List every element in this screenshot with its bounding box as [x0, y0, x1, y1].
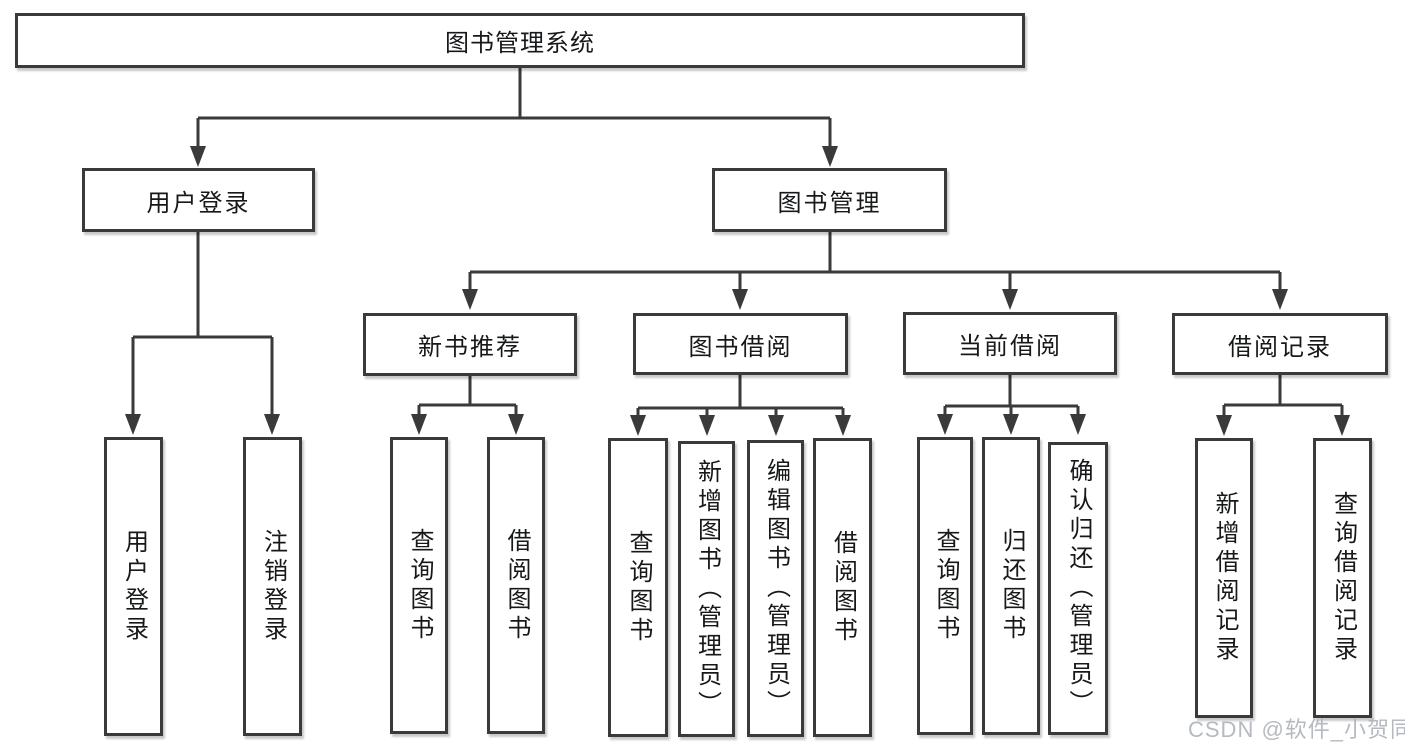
leaf-query-books-newbook: 查询图书 — [390, 437, 448, 734]
leaf-add-borrow-record: 新增借阅记录 — [1195, 438, 1253, 718]
leaf-edit-book-admin: 编辑图书（管理员） — [747, 440, 804, 737]
leaf-logout-login: 注销登录 — [243, 437, 302, 736]
node-user-login: 用户登录 — [82, 168, 315, 232]
arrowheads — [125, 146, 1350, 436]
leaf-query-books-current: 查询图书 — [917, 437, 973, 735]
leaf-query-books-borrow: 查询图书 — [608, 438, 668, 737]
node-library-system: 图书管理系统 — [15, 13, 1025, 68]
watermark: CSDN @软件_小贺同学 — [1188, 717, 1405, 742]
leaf-query-borrow-record: 查询借阅记录 — [1313, 438, 1372, 718]
leaf-add-book-admin: 新增图书（管理员） — [678, 441, 735, 737]
leaf-borrow-books-newbook: 借阅图书 — [487, 437, 545, 734]
leaf-return-books: 归还图书 — [982, 437, 1040, 735]
leaf-user-login: 用户登录 — [104, 437, 163, 736]
node-borrow-records: 借阅记录 — [1172, 313, 1388, 375]
leaf-confirm-return-admin: 确认归还（管理员） — [1048, 442, 1108, 735]
node-new-book-recommend: 新书推荐 — [363, 313, 577, 376]
node-book-borrow: 图书借阅 — [633, 313, 848, 375]
node-current-borrow: 当前借阅 — [903, 312, 1117, 375]
node-book-management: 图书管理 — [712, 168, 947, 232]
leaf-borrow-books-borrow: 借阅图书 — [813, 438, 872, 737]
